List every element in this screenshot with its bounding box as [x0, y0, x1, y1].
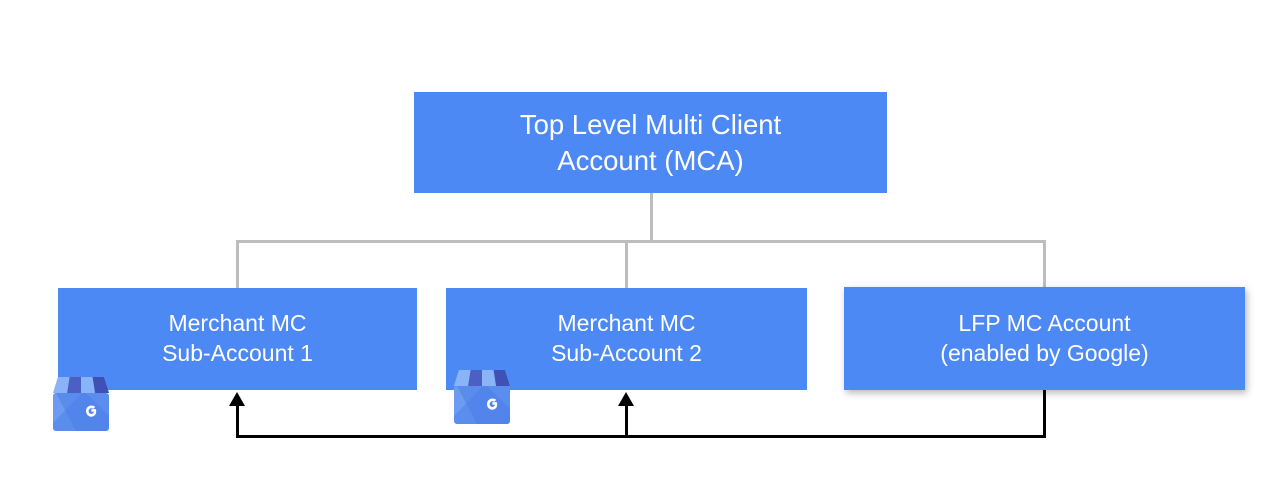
node-merchant-mc-sub-account-1-label: Merchant MC Sub-Account 1 [162, 310, 313, 366]
node-top-level-mca-label: Top Level Multi Client Account (MCA) [519, 108, 782, 176]
node-lfp-mc-account[interactable]: LFP MC Account (enabled by Google) [844, 287, 1245, 390]
connector-drop-lfp-account [1043, 240, 1046, 288]
feed-line-to-sub-account-1 [236, 404, 239, 438]
node-merchant-mc-sub-account-1[interactable]: Merchant MC Sub-Account 1 [58, 288, 417, 390]
feed-line-lfp-down [1043, 390, 1046, 438]
arrowhead-to-sub-account-1 [229, 392, 245, 406]
feed-line-to-sub-account-2 [625, 404, 628, 438]
connector-horizontal-bus [236, 240, 1046, 243]
google-my-business-icon [53, 377, 109, 431]
node-merchant-mc-sub-account-2-label: Merchant MC Sub-Account 2 [551, 310, 702, 366]
node-top-level-mca[interactable]: Top Level Multi Client Account (MCA) [414, 92, 887, 193]
node-merchant-mc-sub-account-2[interactable]: Merchant MC Sub-Account 2 [446, 288, 807, 390]
feed-line-horizontal [236, 435, 1046, 438]
google-my-business-icon [454, 370, 510, 424]
arrowhead-to-sub-account-2 [618, 392, 634, 406]
connector-drop-sub-account-1 [236, 240, 239, 289]
node-lfp-mc-account-label: LFP MC Account (enabled by Google) [940, 309, 1149, 366]
connector-root-trunk [650, 193, 653, 242]
connector-drop-sub-account-2 [625, 240, 628, 289]
